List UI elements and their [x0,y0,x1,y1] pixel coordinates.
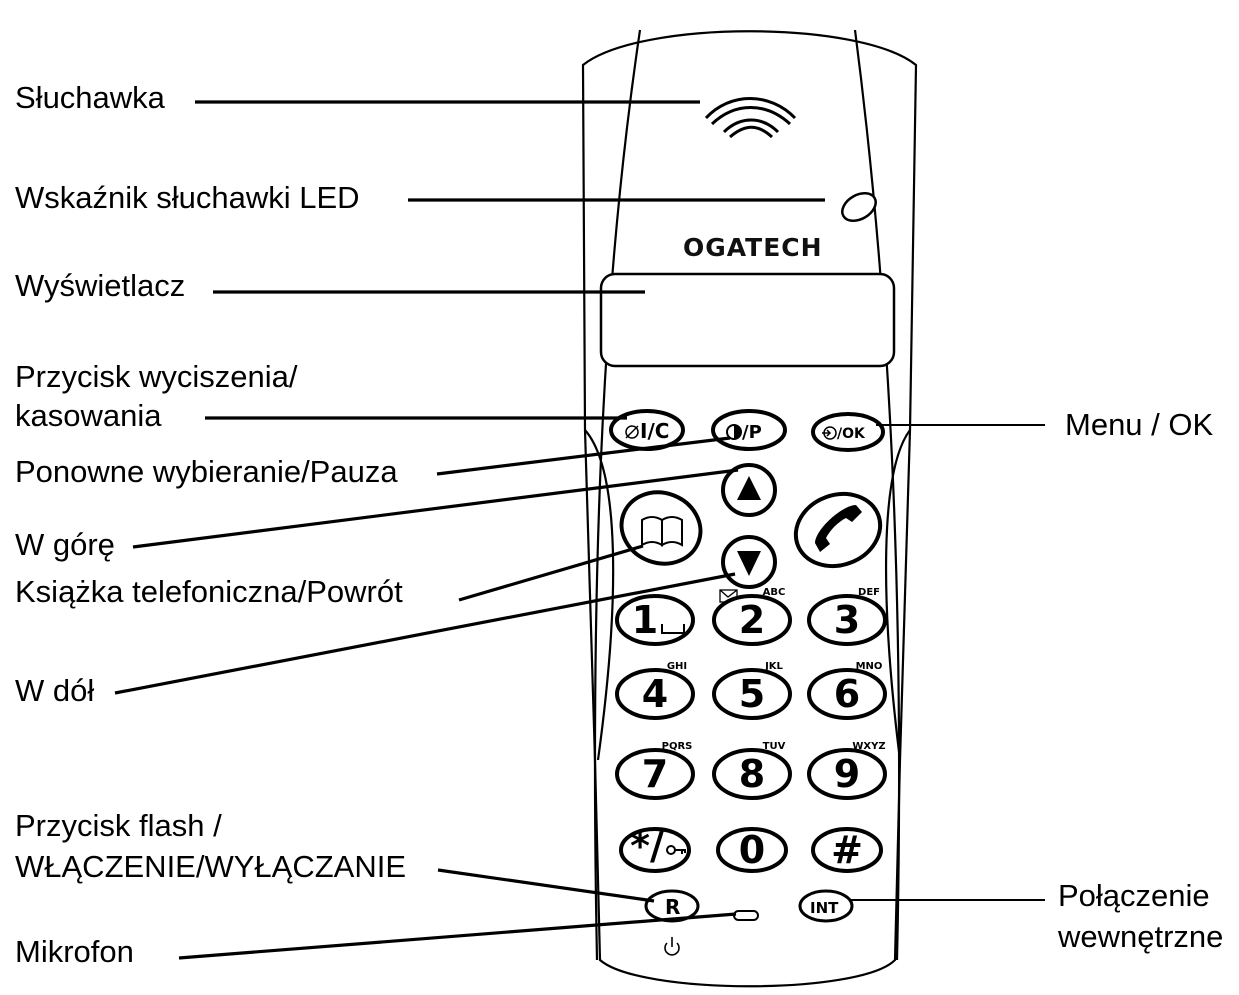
menu-ok-button[interactable]: /OK [811,412,885,452]
callout-up: W górę [15,527,115,562]
flash-key-label: R [665,895,680,919]
key-letters: PQRS [662,741,693,752]
mute-icon [625,425,639,439]
callout-flash-line2: WŁĄCZENIE/WYŁĄCZANIE [15,849,406,884]
redial-key-label: /P [742,422,762,443]
key-digit: # [831,828,863,872]
callout-led: Wskaźnik słuchawki LED [15,180,360,215]
key-digit: 9 [834,752,860,796]
earpiece-grille [704,97,797,139]
key-letters: GHI [667,661,687,672]
key-digit: 5 [739,672,765,716]
key-letters: TUV [763,741,786,752]
callout-mute-line1: Przycisk wyciszenia/ [15,359,298,394]
call-button[interactable] [786,482,891,577]
key-letters: MNO [856,661,883,672]
up-arrow-icon [737,476,761,500]
key-star-button[interactable]: */ [619,824,691,873]
key-digit: 8 [739,752,765,796]
book-icon [641,516,683,547]
down-arrow-icon [737,551,761,576]
key-letters: WXYZ [852,741,885,752]
handset-icon [815,505,862,552]
key-digit: 0 [739,828,765,872]
key-digit: 1 [632,598,658,642]
key-digit: 3 [834,598,860,642]
key-digit: 6 [834,672,860,716]
up-button[interactable] [721,463,777,517]
key-letters: ABC [763,587,786,598]
callout-mic: Mikrofon [15,934,134,969]
key-1-button[interactable]: 1 [615,594,695,646]
key-digit: 4 [642,672,668,716]
callout-redial: Ponowne wybieranie/Pauza [15,454,398,489]
key-letters: JKL [764,661,783,672]
callout-intercom-line1: Połączenie [1058,878,1210,913]
key-digit: */ [630,824,664,868]
callout-earpiece: Słuchawka [15,80,166,115]
voicemail-underline-icon [661,624,685,634]
leader-lines [114,100,1045,960]
callout-down: W dół [15,673,94,708]
redial-icon [726,424,742,440]
phonebook-back-button[interactable] [611,481,710,574]
key-letters: DEF [858,587,880,598]
key-hash-button[interactable]: # [811,827,883,873]
intercom-button[interactable]: INT [798,889,854,923]
mute-clear-button[interactable]: I/C [609,409,685,451]
menu-arrow-icon [822,426,837,440]
microphone [733,910,759,921]
menu-key-label: /OK [837,426,866,442]
callout-flash-line1: Przycisk flash / [15,808,222,843]
callout-display: Wyświetlacz [15,268,185,303]
flash-power-button[interactable]: R [644,889,700,923]
callout-phonebook: Książka telefoniczna/Powrót [15,574,403,609]
down-button[interactable] [721,535,777,589]
power-icon [664,937,680,956]
key-0-button[interactable]: 0 [716,827,788,873]
intercom-key-label: INT [810,899,839,917]
mute-key-label: I/C [640,419,669,443]
display-screen [599,272,896,368]
callout-mute-line2: kasowania [15,398,162,433]
key-icon [666,845,686,855]
handset-body [581,29,918,988]
redial-pause-button[interactable]: /P [711,409,787,451]
brand-logo: OGATECH [683,233,823,262]
led-indicator [841,192,877,222]
callout-intercom-line2: wewnętrzne [1057,919,1223,954]
key-digit: 7 [642,752,668,796]
callout-menu: Menu / OK [1065,407,1213,442]
key-digit: 2 [739,598,765,642]
